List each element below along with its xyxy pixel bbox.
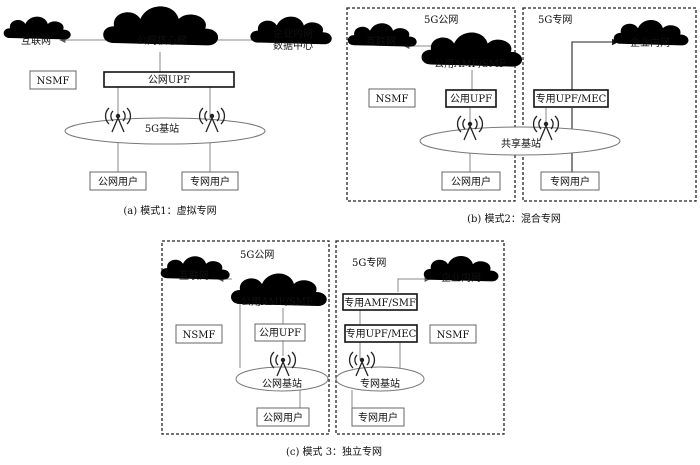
mode3-internet-label: 互联网 [179,270,209,282]
mode2-upf-box [445,89,497,108]
mode1-private-user-label: 专网用户 [190,175,230,188]
mode3-nsmf-left-label: NSMF [183,330,216,341]
mode2-public-user-label: 公网用户 [451,175,491,188]
mode2-private-panel [522,7,697,202]
mode2-nsmf-box [368,88,416,108]
mode2-internet-label: 互联网 [366,36,396,48]
mode3-diagram: 5G公网 5G专网 互联网 公用AMF/SMF NSMF 公用UPF 公网基站 … [160,240,505,458]
mode3-public-title: 5G公网 [240,249,274,261]
mode3-amf-label: 公用AMF/SMF [241,297,313,308]
mode2-nsmf-label: NSMF [376,94,409,105]
mode1-nsmf-label: NSMF [37,76,70,87]
mode3-private-upf-label: 专用UPF/MEC [346,327,417,340]
mode1-core-label: 公网核心网 [137,34,187,47]
mode3-private-user-box [351,407,405,427]
mode2-upf-label: 公用UPF [450,94,492,105]
mode3-public-user-label: 公网用户 [263,411,303,424]
mode3-private-upf-box [344,324,418,343]
mode3-link-enterprise [397,276,431,292]
mode1-public-user-box [89,171,147,191]
mode2-public-user-box [441,171,501,191]
mode2-ran-ellipse [419,126,621,156]
mode1-enterprise-label-line1: 企业内网 [273,27,313,40]
mode2-ran-label: 共享基站 [501,137,541,150]
mode2-enterprise-label: 企业内网 [630,36,670,49]
mode1-enterprise-label-line2: 数据中心 [273,39,313,52]
mode2-private-upf-label: 专用UPF/MEC [536,92,607,105]
mode1-ran-label: 5G基站 [145,122,179,135]
mode3-upf-label: 公用UPF [259,328,301,339]
mode1-nsmf-box [29,70,77,90]
mode2-private-user-label: 专网用户 [550,175,590,188]
mode1-internet-label: 互联网 [21,35,51,47]
mode3-nsmf-left-box [175,324,223,344]
mode3-caption: (c) 模式 3：独立专网 [286,445,382,458]
mode3-private-user-label: 专网用户 [358,411,398,424]
mode3-private-ran-ellipse [335,366,425,392]
mode3-nsmf-right-box [429,324,477,344]
mode1-upf-box [103,71,235,88]
mode2-caption: (b) 模式2：混合专网 [467,212,561,225]
mode2-private-user-box [540,171,600,191]
mode2-private-title: 5G专网 [538,13,572,26]
mode3-private-amf-label: 专用AMF/SMF [344,296,416,309]
mode3-private-title: 5G专网 [352,256,386,269]
mode1-caption: (a) 模式1：虚拟专网 [123,204,216,217]
mode3-enterprise-label: 企业内网 [441,271,481,284]
mode3-public-ran-ellipse [235,366,329,392]
mode2-diagram: 5G公网 5G专网 互联网 公用AMF/SMF NSMF 公用UPF 专用UPF… [346,7,697,225]
mode3-private-panel [335,240,505,435]
mode2-private-upf-box [533,89,609,108]
mode2-public-panel [346,7,516,202]
mode1-private-user-box [181,171,239,191]
mode2-link-enterprise [571,38,619,90]
mode1-diagram: 互联网 公网核心网 企业内网 数据中心 NSMF 公网UPF 5G基站 公网用户… [3,6,332,217]
mode3-nsmf-right-label: NSMF [437,330,470,341]
mode2-amf-label: 公用AMF/SMF [434,59,506,70]
mode3-private-ran-label: 专网基站 [360,377,400,390]
mode2-public-title: 5G公网 [424,14,458,26]
mode3-upf-box [254,323,306,342]
mode3-public-user-box [256,407,310,427]
mode1-public-user-label: 公网用户 [98,175,138,188]
mode1-upf-label: 公网UPF [148,74,190,86]
mode3-private-amf-box [342,293,418,311]
mode3-public-ran-label: 公网基站 [262,377,302,390]
